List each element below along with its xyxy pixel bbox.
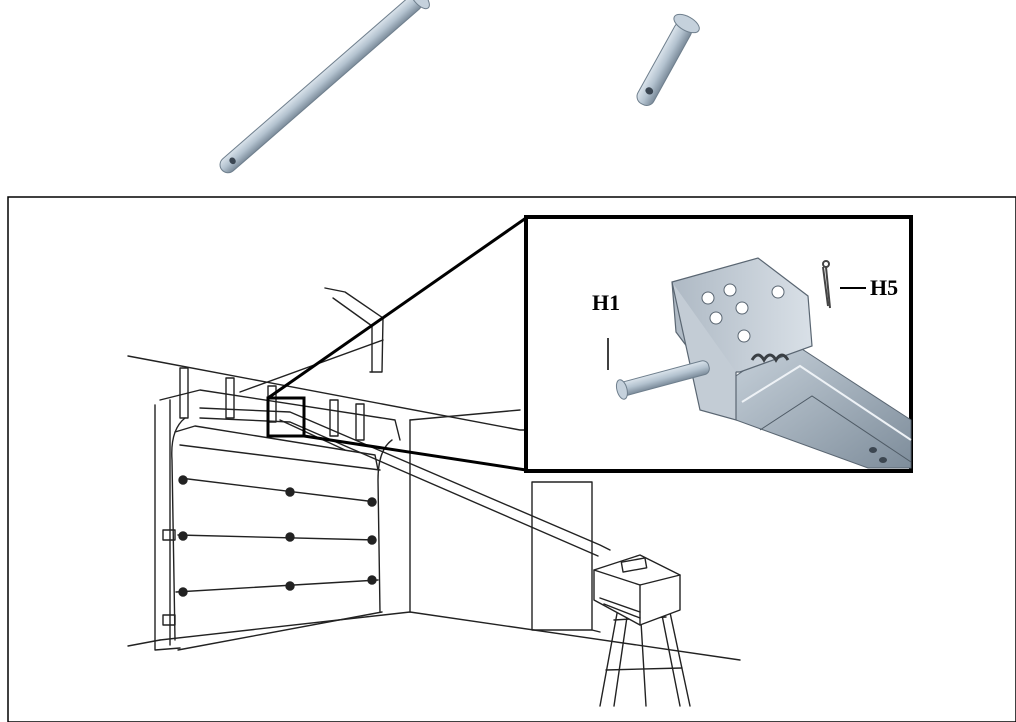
h5-label: H5 [870, 275, 898, 300]
main-illustration-frame [7, 196, 1016, 722]
detail-inset: H1 H5 [524, 215, 913, 473]
door-bracket-detail [671, 257, 813, 421]
callout-connector-lines [267, 216, 527, 472]
h1-pin-detail [615, 360, 710, 400]
detail-focus-box [266, 396, 306, 438]
cotter-pin-icon [822, 260, 831, 309]
h1-label: H1 [592, 290, 620, 315]
clevis-pin-short-icon [636, 13, 700, 106]
clevis-pin-long-icon [219, 0, 430, 174]
